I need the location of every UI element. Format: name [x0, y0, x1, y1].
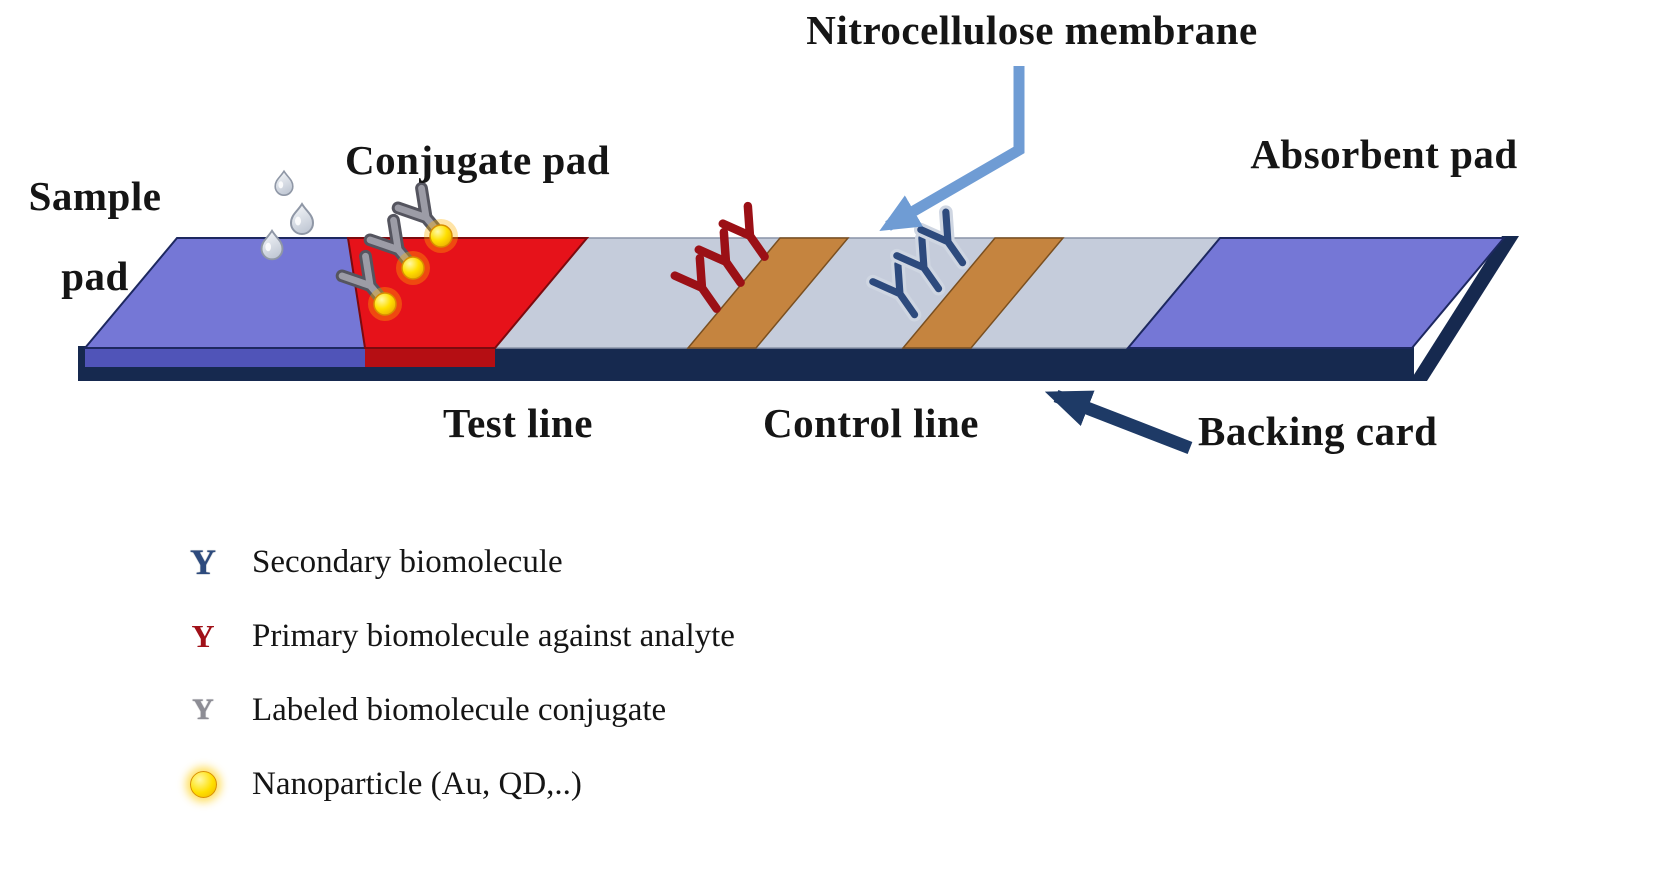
- legend-y-glyph: Y: [190, 542, 216, 582]
- legend: Y Secondary biomolecule Y Primary biomol…: [168, 540, 735, 836]
- legend-y-glyph: Y: [191, 618, 215, 654]
- nanoparticle: [368, 287, 402, 321]
- legend-row-secondary-biomolecule: Y Secondary biomolecule: [168, 540, 735, 584]
- legend-row-nanoparticle: Nanoparticle (Au, QD,..): [168, 762, 735, 806]
- labeled-antibody-group: [342, 188, 458, 321]
- nanoparticle: [424, 219, 458, 253]
- sample-pad-front-face: [85, 348, 365, 367]
- backing-card-arrow: [1044, 389, 1193, 455]
- test-line-label: Test line: [443, 400, 593, 446]
- membrane-arrow: [879, 66, 1025, 232]
- secondary-antibody-y-icon: Y: [168, 544, 238, 580]
- conjugate-pad-label: Conjugate pad: [345, 137, 611, 183]
- legend-row-primary-biomolecule: Y Primary biomolecule against analyte: [168, 614, 735, 658]
- primary-antibody-y-icon: Y: [168, 620, 238, 652]
- legend-label: Labeled biomolecule conjugate: [252, 691, 667, 728]
- legend-label: Primary biomolecule against analyte: [252, 617, 735, 654]
- legend-label: Nanoparticle (Au, QD,..): [252, 765, 582, 802]
- conjugate-pad-front-face: [365, 348, 495, 367]
- labeled-antibody-y-icon: Y: [168, 695, 238, 725]
- control-line-shape: [901, 237, 1065, 349]
- control-line-label: Control line: [763, 400, 979, 446]
- sample-pad-label: Sample pad: [28, 173, 162, 299]
- nitrocellulose-membrane-label: Nitrocellulose membrane: [806, 7, 1258, 53]
- water-droplet: [290, 203, 314, 235]
- test-line-shape: [686, 237, 850, 349]
- legend-label: Secondary biomolecule: [252, 543, 563, 580]
- backing-card-label: Backing card: [1198, 408, 1438, 454]
- absorbent-pad-shape: [1125, 237, 1507, 349]
- membrane-shape: [493, 237, 1222, 349]
- legend-y-glyph: Y: [192, 693, 214, 726]
- water-droplet: [260, 229, 284, 261]
- water-droplet: [274, 170, 294, 196]
- nanoparticle-icon: [168, 770, 238, 798]
- legend-row-labeled-biomolecule: Y Labeled biomolecule conjugate: [168, 688, 735, 732]
- absorbent-pad-label: Absorbent pad: [1250, 131, 1518, 177]
- backing-card-right-edge: [1410, 236, 1519, 381]
- nanoparticle: [396, 251, 430, 285]
